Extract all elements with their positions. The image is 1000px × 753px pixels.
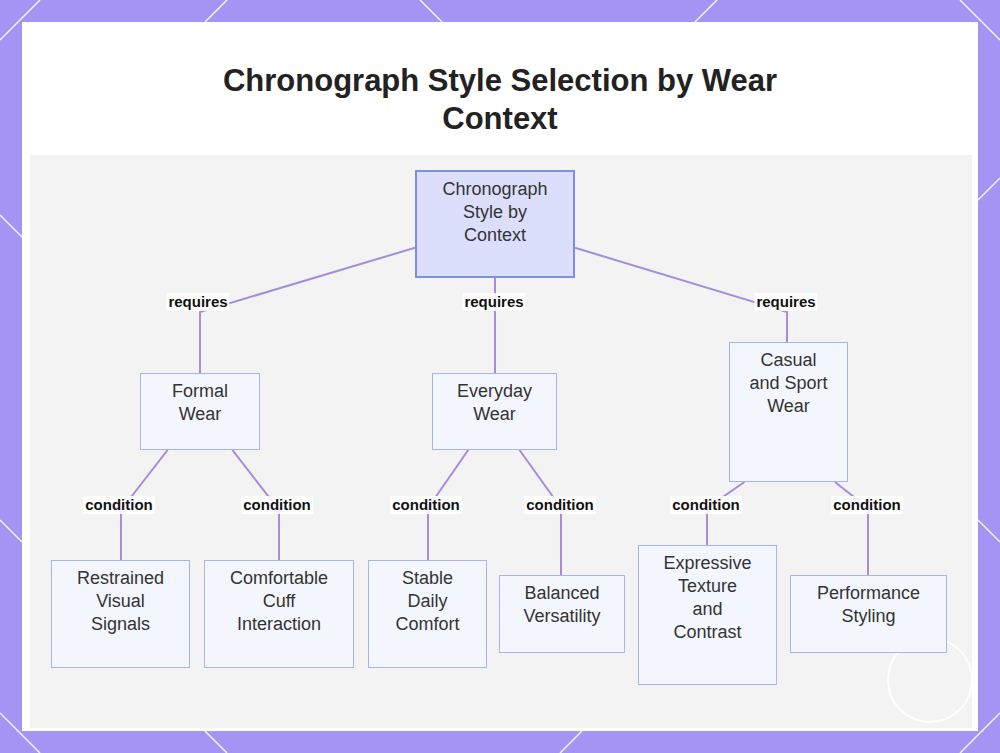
category-box: Casual and Sport Wear	[729, 342, 848, 482]
node-label: Restrained Visual Signals	[71, 567, 171, 636]
node-label: Expressive Texture and Contrast	[663, 552, 753, 644]
node-label: Everyday Wear	[445, 380, 545, 426]
category-box: Everyday Wear	[432, 373, 557, 450]
diagram-title: Chronograph Style Selection by Wear Cont…	[205, 62, 795, 138]
edge-label: requires	[462, 293, 525, 311]
edge-label: condition	[524, 496, 596, 514]
category-box: Balanced Versatility	[499, 575, 625, 653]
node-label: Chronograph Style by Context	[430, 178, 560, 247]
node-label: Comfortable Cuff Interaction	[224, 567, 334, 636]
edge-label: requires	[166, 293, 229, 311]
node-label: Performance Styling	[804, 582, 934, 628]
category-box: Formal Wear	[140, 373, 260, 450]
node-label: Casual and Sport Wear	[747, 349, 831, 418]
edge-label: condition	[670, 496, 742, 514]
category-box: Stable Daily Comfort	[368, 560, 487, 668]
category-box: Performance Styling	[790, 575, 947, 653]
connector-line	[200, 248, 415, 373]
edge-label: requires	[754, 293, 817, 311]
backdrop-photo	[30, 155, 972, 728]
category-box: Comfortable Cuff Interaction	[204, 560, 354, 668]
root-box: Chronograph Style by Context	[415, 170, 575, 278]
edge-label: condition	[390, 496, 462, 514]
node-label: Formal Wear	[160, 380, 240, 426]
category-box: Restrained Visual Signals	[51, 560, 190, 668]
edge-label: condition	[241, 496, 313, 514]
edge-label: condition	[831, 496, 903, 514]
node-label: Stable Daily Comfort	[388, 567, 468, 636]
node-label: Balanced Versatility	[507, 582, 617, 628]
edge-label: condition	[83, 496, 155, 514]
category-box: Expressive Texture and Contrast	[638, 545, 777, 685]
